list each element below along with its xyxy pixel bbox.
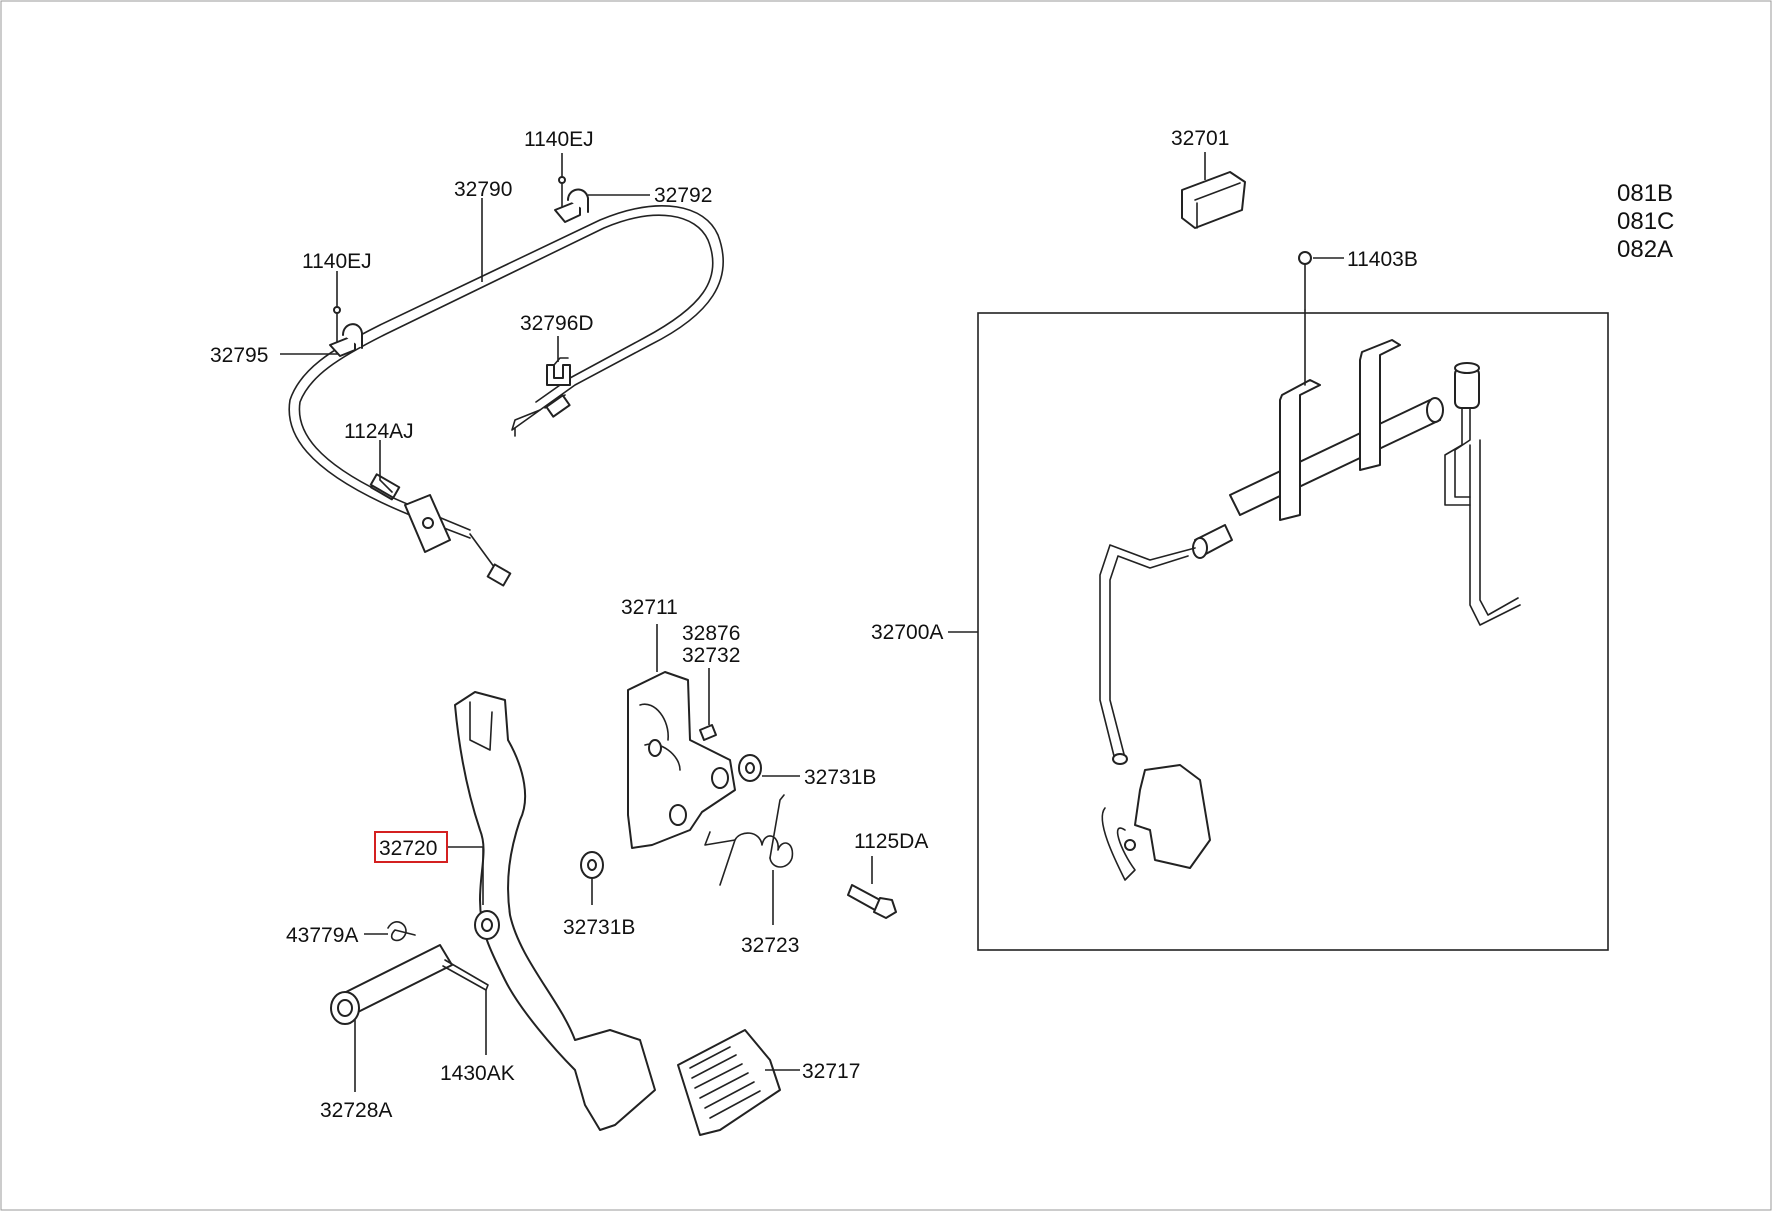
label-11403B[interactable]: 11403B — [1347, 248, 1418, 271]
label-32876[interactable]: 32876 — [682, 622, 740, 645]
cotter-pin-1430AK[interactable] — [442, 959, 489, 991]
clip-32795[interactable] — [329, 306, 363, 357]
label-32728A[interactable]: 32728A — [320, 1099, 392, 1122]
label-32723[interactable]: 32723 — [741, 934, 799, 957]
label-32790[interactable]: 32790 — [454, 178, 512, 201]
label-1140EJ-top[interactable]: 1140EJ — [524, 128, 594, 151]
part-labels: 32701 11403B 1140EJ 32792 32790 1140EJ 3… — [210, 127, 1418, 1122]
clip-32701[interactable] — [1181, 171, 1246, 229]
washer-32731B-right[interactable] — [738, 754, 762, 782]
label-32792[interactable]: 32792 — [654, 184, 712, 207]
bolt-1124AJ[interactable] — [369, 473, 401, 499]
cable-assembly-32790[interactable] — [288, 205, 724, 587]
pin-32876[interactable] — [699, 724, 717, 741]
label-1125DA[interactable]: 1125DA — [854, 830, 928, 853]
washer-32731B-lower[interactable] — [580, 851, 604, 879]
highlight-box-32720 — [374, 831, 448, 863]
label-32731B-right[interactable]: 32731B — [804, 766, 876, 789]
clip-32792[interactable] — [554, 176, 589, 223]
pin-32728A[interactable] — [330, 944, 453, 1025]
clip-32796D[interactable] — [546, 357, 571, 386]
label-1140EJ-left[interactable]: 1140EJ — [302, 250, 372, 273]
variant-code-1: 081B — [1617, 180, 1673, 207]
bolt-1125DA[interactable] — [847, 884, 897, 919]
label-32717[interactable]: 32717 — [802, 1060, 860, 1083]
label-43779A[interactable]: 43779A — [286, 924, 358, 947]
label-1430AK[interactable]: 1430AK — [440, 1062, 515, 1085]
label-32700A[interactable]: 32700A — [871, 621, 943, 644]
label-32731B-lower[interactable]: 32731B — [563, 916, 635, 939]
variant-code-3: 082A — [1617, 236, 1673, 263]
label-32720[interactable]: 32720 — [379, 837, 437, 860]
bracket-32711[interactable] — [627, 671, 736, 849]
pedal-arm-32720[interactable] — [454, 691, 656, 1131]
leader-lines — [280, 152, 1344, 1092]
clip-43779A[interactable] — [387, 921, 416, 942]
label-1124AJ[interactable]: 1124AJ — [344, 420, 414, 443]
label-32711[interactable]: 32711 — [621, 596, 678, 619]
label-32701[interactable]: 32701 — [1171, 127, 1229, 150]
label-32795[interactable]: 32795 — [210, 344, 268, 367]
variant-code-2: 081C — [1617, 208, 1674, 235]
spring-32723[interactable] — [704, 794, 794, 886]
label-32732[interactable]: 32732 — [682, 644, 740, 667]
label-32796D[interactable]: 32796D — [520, 312, 594, 335]
pedal-pad-32717[interactable] — [677, 1029, 781, 1136]
pedal-module-32700A[interactable] — [1099, 251, 1521, 881]
